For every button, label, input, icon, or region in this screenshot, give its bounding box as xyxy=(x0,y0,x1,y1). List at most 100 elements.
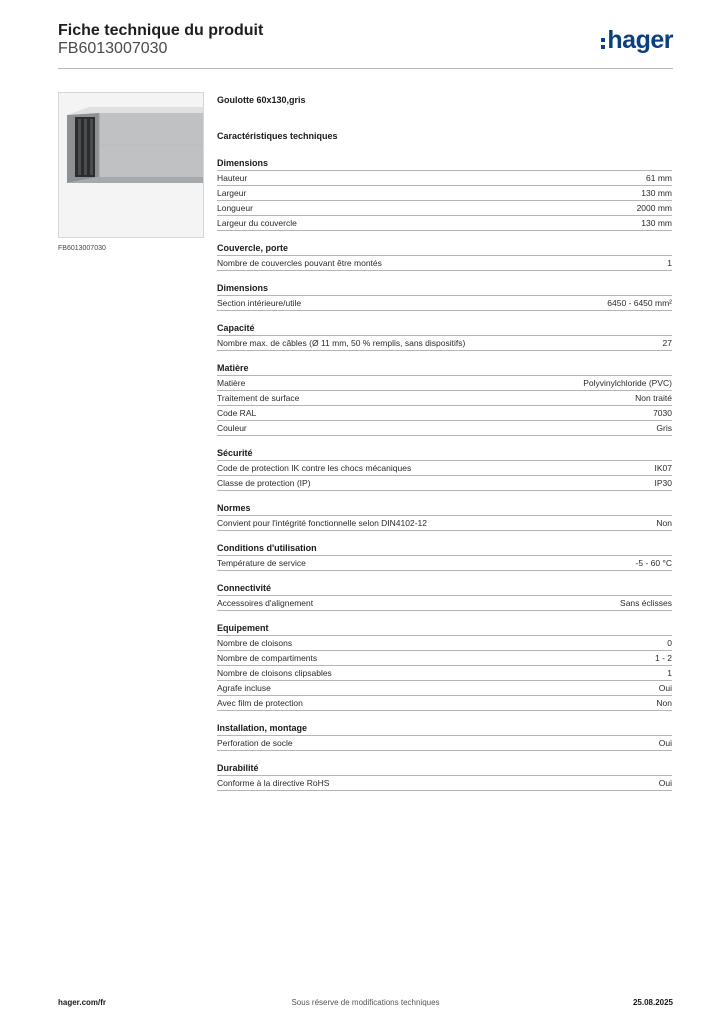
section-title: Matière xyxy=(217,363,249,373)
spec-row: Hauteur 61 mm xyxy=(217,170,672,185)
spec-row: Nombre max. de câbles (Ø 11 mm, 50 % rem… xyxy=(217,335,672,351)
spec-label: Largeur xyxy=(217,188,247,198)
spec-label: Convient pour l'intégrité fonctionnelle … xyxy=(217,518,428,528)
section-title: Dimensions xyxy=(217,283,269,293)
spec-value: 1 xyxy=(667,258,672,268)
spec-row: Couleur Gris xyxy=(217,420,672,436)
spec-label: Nombre de cloisons clipsables xyxy=(217,668,332,678)
spec-rows: Code de protection IK contre les chocs m… xyxy=(217,460,672,491)
footer-website: hager.com/fr xyxy=(58,998,107,1007)
spec-label: Hauteur xyxy=(217,173,248,183)
image-caption: FB6013007030 xyxy=(58,245,106,252)
spec-label: Nombre de compartiments xyxy=(217,653,318,663)
spec-value: Gris xyxy=(656,423,672,433)
product-name: Goulotte 60x130,gris xyxy=(217,95,306,105)
hager-logo: hager xyxy=(601,25,673,55)
spec-value: 7030 xyxy=(653,408,672,418)
spec-label: Classe de protection (IP) xyxy=(217,478,311,488)
specs-heading: Caractéristiques techniques xyxy=(217,131,338,141)
spec-label: Température de service xyxy=(217,558,306,568)
spec-rows: Nombre max. de câbles (Ø 11 mm, 50 % rem… xyxy=(217,335,672,351)
section-title: Sécurité xyxy=(217,448,253,458)
spec-value: 130 mm xyxy=(641,188,672,198)
spec-value: 0 xyxy=(667,638,672,648)
spec-row: Code de protection IK contre les chocs m… xyxy=(217,460,672,475)
footer-date: 25.08.2025 xyxy=(632,998,673,1007)
section-title: Installation, montage xyxy=(217,723,308,733)
spec-row: Largeur 130 mm xyxy=(217,185,672,200)
page-footer: hager.com/fr Sous réserve de modificatio… xyxy=(58,998,673,1010)
spec-value: 6450 - 6450 mm² xyxy=(607,298,672,308)
spec-value: 27 xyxy=(662,338,672,348)
spec-label: Agrafe incluse xyxy=(217,683,271,693)
spec-label: Code RAL xyxy=(217,408,257,418)
spec-value: Non xyxy=(656,518,672,528)
page-header: Fiche technique du produit FB6013007030 … xyxy=(58,22,673,70)
spec-label: Longueur xyxy=(217,203,253,213)
spec-value: Oui xyxy=(658,683,672,693)
section-title: Equipement xyxy=(217,623,269,633)
section-title: Dimensions xyxy=(217,158,269,168)
spec-rows: Température de service-5 - 60 °C xyxy=(217,555,672,571)
spec-label: Nombre max. de câbles (Ø 11 mm, 50 % rem… xyxy=(217,338,466,348)
spec-label: Couleur xyxy=(217,423,247,433)
spec-rows: Nombre de couvercles pouvant être montés… xyxy=(217,255,672,271)
spec-label: Largeur du couvercle xyxy=(217,218,297,228)
section-title: Capacité xyxy=(217,323,255,333)
spec-label: Code de protection IK contre les chocs m… xyxy=(217,463,412,473)
spec-value: 61 mm xyxy=(646,173,672,183)
section-title: Normes xyxy=(217,503,251,513)
spec-row: Code RAL 7030 xyxy=(217,405,672,420)
spec-row: Nombre de couvercles pouvant être montés… xyxy=(217,255,672,271)
spec-row: Nombre de cloisons clipsables 1 xyxy=(217,665,672,680)
section-title: Conditions d'utilisation xyxy=(217,543,317,553)
spec-value: IP30 xyxy=(654,478,673,488)
cable-trunking-image xyxy=(58,92,204,238)
spec-label: Perforation de socle xyxy=(217,738,293,748)
spec-row: Convient pour l'intégrité fonctionnelle … xyxy=(217,515,672,531)
spec-value: 1 xyxy=(667,668,672,678)
spec-value: IK07 xyxy=(654,463,673,473)
spec-row: Température de service-5 - 60 °C xyxy=(217,555,672,571)
spec-row: Section intérieure/utile 6450 - 6450 mm² xyxy=(217,295,672,311)
spec-value: Oui xyxy=(658,778,672,788)
spec-label: Nombre de cloisons xyxy=(217,638,293,648)
product-reference: FB6013007030 xyxy=(58,40,168,57)
spec-value: 1 - 2 xyxy=(654,653,672,663)
spec-label: Nombre de couvercles pouvant être montés xyxy=(217,258,382,268)
spec-value: Sans éclisses xyxy=(620,598,672,608)
logo-dots-icon xyxy=(601,37,606,49)
spec-label: Section intérieure/utile xyxy=(217,298,302,308)
spec-row: Classe de protection (IP) IP30 xyxy=(217,475,672,491)
footer-disclaimer: Sous réserve de modifications techniques xyxy=(291,998,440,1007)
spec-row: Nombre de cloisons 0 xyxy=(217,635,672,650)
section-title: Couvercle, porte xyxy=(217,243,289,253)
page-title: Fiche technique du produit xyxy=(58,22,264,39)
logo-text: hager xyxy=(607,26,673,54)
spec-row: Agrafe incluse Oui xyxy=(217,680,672,695)
spec-content: Goulotte 60x130,gris Caractéristiques te… xyxy=(217,93,672,791)
spec-value: Polyvinylchloride (PVC) xyxy=(583,378,672,388)
